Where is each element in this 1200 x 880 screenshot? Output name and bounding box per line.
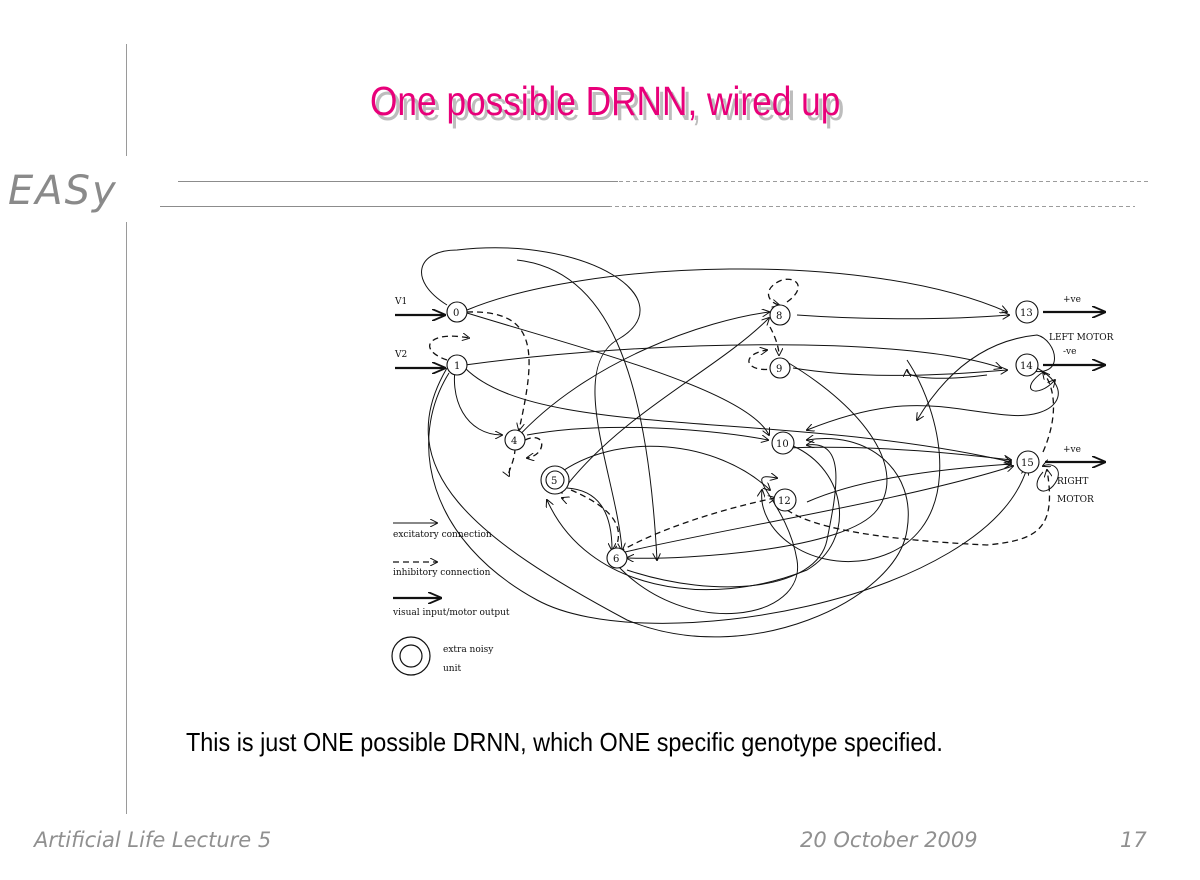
excitatory-connections [421,247,1059,638]
legend-noisy-label-1: extra noisy [443,645,494,655]
node-1: 1 [446,354,468,376]
node-6: 6 [606,547,628,569]
left-vertical-rule-bottom [126,222,127,814]
left-motor-label: LEFT MOTOR [1049,333,1114,343]
footer-course: Artificial Life Lecture 5 [34,828,272,852]
node-8: 8 [769,304,791,326]
node-0: 0 [446,301,468,323]
drnn-network-svg: 0 1 4 5 6 8 9 10 12 13 14 15 V1 V2 +ve L… [391,247,1114,676]
legend-noisy-label-2: unit [443,664,461,674]
legend-io-label: visual input/motor output [392,608,510,618]
legend-inhibitory-label: inhibitory connection [393,568,491,578]
header-rule-bottom [160,206,1135,207]
io-arrows [395,312,1105,462]
node-15: 15 [1016,450,1040,474]
legend-noisy-outer-circle [391,636,431,676]
left-motor-pos-label: +ve [1063,295,1081,305]
svg-text:10: 10 [776,439,789,450]
right-motor-label-2: MOTOR [1057,495,1094,505]
input-label-v2: V2 [394,350,407,360]
page-title-shadow: One possible DRNN, wired up [374,83,845,129]
easy-logo: EASy [8,168,118,214]
node-12: 12 [773,488,797,512]
node-14: 14 [1015,353,1039,377]
node-13: 13 [1015,300,1039,324]
left-vertical-rule-top [126,44,127,156]
footer-page-number: 17 [1120,828,1147,852]
svg-text:1: 1 [454,361,460,372]
legend-noisy-inner-circle [399,644,423,668]
left-motor-neg-label: -ve [1063,347,1076,357]
svg-text:6: 6 [613,554,619,565]
svg-text:8: 8 [776,311,782,322]
svg-text:9: 9 [776,364,782,375]
svg-text:0: 0 [453,308,459,319]
right-motor-pos-label: +ve [1063,445,1081,455]
node-5: 5 [540,465,570,495]
svg-text:15: 15 [1021,458,1034,469]
footer-date: 20 October 2009 [800,828,978,852]
title-block: One possible DRNN, wired up One possible… [340,78,980,140]
svg-text:14: 14 [1020,361,1033,372]
node-4: 4 [504,429,526,451]
svg-text:13: 13 [1020,308,1033,319]
svg-text:4: 4 [511,436,517,447]
page-title: One possible DRNN, wired up [370,78,841,124]
input-label-v1: V1 [394,297,407,307]
right-motor-label-1: RIGHT [1057,477,1088,487]
drnn-diagram: 0 1 4 5 6 8 9 10 12 13 14 15 V1 V2 +ve L… [387,240,1127,680]
caption-text: This is just ONE possible DRNN, which ON… [186,727,943,757]
header-rule-top [178,181,1148,182]
svg-text:12: 12 [778,496,791,507]
node-10: 10 [771,431,795,455]
legend-excitatory-label: excitatory connection [393,530,492,540]
legend: excitatory connection inhibitory connect… [391,523,510,676]
node-9: 9 [769,357,791,379]
inhibitory-connections [429,278,1055,555]
svg-text:5: 5 [551,476,557,487]
